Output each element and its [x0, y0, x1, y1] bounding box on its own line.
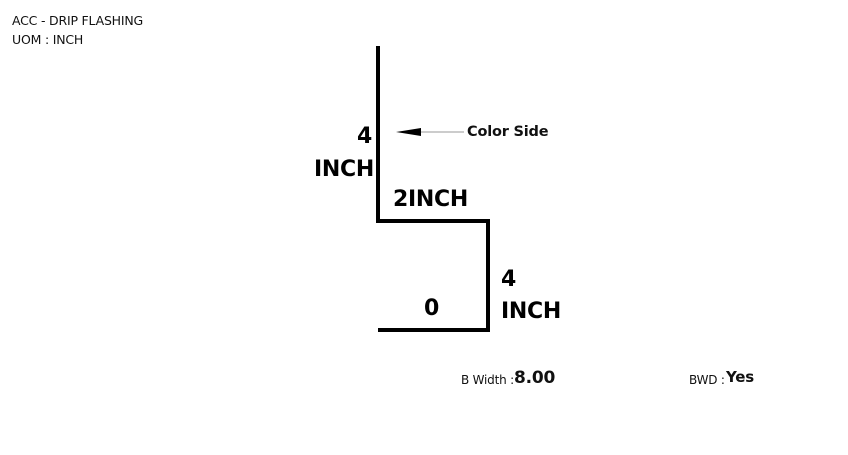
- b-width-label: B Width :: [461, 373, 514, 387]
- segment-3-unit: INCH: [501, 299, 561, 324]
- segment-3-number: 4: [501, 267, 517, 292]
- drawing-title: ACC - DRIP FLASHING: [12, 13, 144, 28]
- segment-4-label: 0: [424, 296, 440, 321]
- color-side-label: Color Side: [467, 124, 549, 140]
- segment-2-label: 2INCH: [393, 187, 468, 212]
- bwd-label: BWD :: [689, 373, 725, 387]
- flashing-profile-line: [376, 46, 490, 332]
- bwd-value: Yes: [726, 368, 754, 386]
- segment-1-unit: INCH: [314, 157, 374, 182]
- color-side-arrow-head: [396, 128, 421, 136]
- segment-1-number: 4: [356, 124, 372, 149]
- unit-of-measure: UOM : INCH: [12, 32, 84, 47]
- b-width-value: 8.00: [514, 368, 556, 388]
